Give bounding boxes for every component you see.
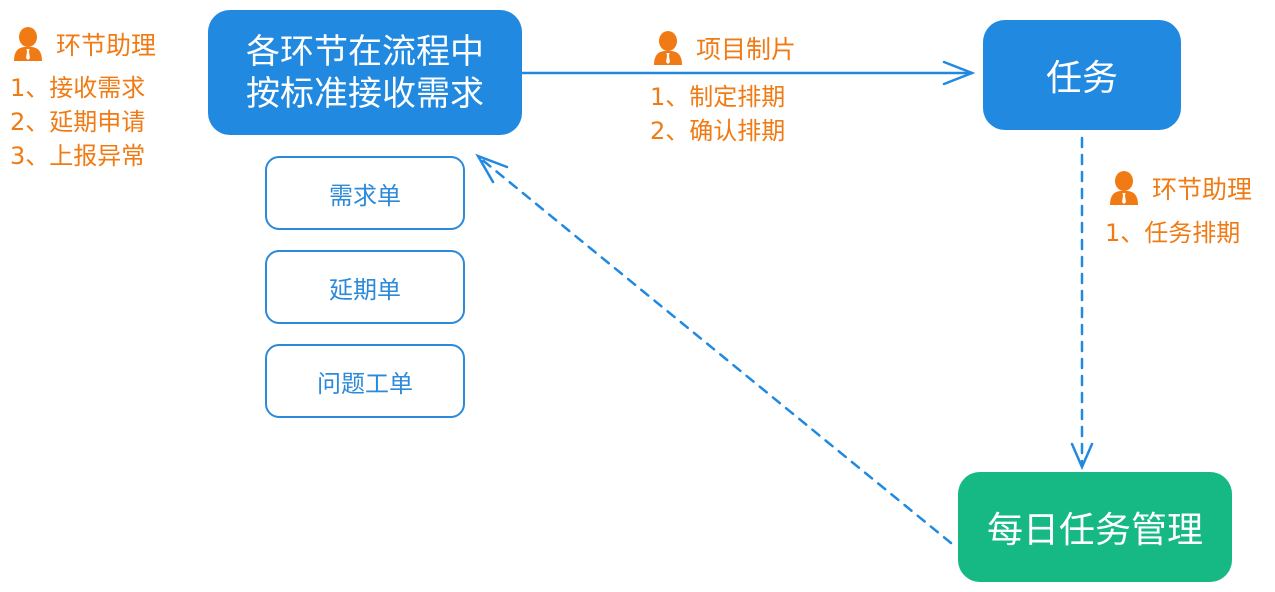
person-icon	[1110, 171, 1138, 205]
list-item: 3、上报异常	[10, 142, 146, 170]
doc-label: 延期单	[329, 275, 401, 304]
node-receive-line1: 各环节在流程中	[246, 31, 484, 72]
node-receive-requirements[interactable]: 各环节在流程中 按标准接收需求	[208, 10, 522, 135]
doc-requirement-form[interactable]: 需求单	[265, 156, 465, 230]
role-right-items: 1、任务排期	[1105, 216, 1240, 250]
role-left-items: 1、接收需求 2、延期申请 3、上报异常	[10, 71, 145, 173]
doc-issue-ticket[interactable]: 问题工单	[265, 344, 465, 418]
list-item: 2、延期申请	[10, 108, 146, 136]
role-top-items: 1、制定排期 2、确认排期	[650, 80, 785, 148]
list-item: 1、任务排期	[1105, 219, 1241, 247]
arrowhead-daily	[1070, 442, 1094, 471]
arrowhead-receive	[475, 153, 509, 184]
doc-label: 问题工单	[317, 369, 413, 398]
list-item: 1、制定排期	[650, 83, 786, 111]
edge-daily-to-receive	[478, 156, 953, 545]
role-top: 项目制片	[652, 30, 796, 66]
node-daily-label: 每日任务管理	[986, 510, 1203, 551]
person-icon	[14, 27, 42, 61]
role-right-title: 环节助理	[1152, 175, 1253, 204]
role-right: 环节助理	[1108, 170, 1252, 206]
doc-label: 需求单	[329, 181, 401, 210]
role-top-title: 项目制片	[696, 35, 797, 64]
role-left-title: 环节助理	[56, 31, 157, 60]
person-icon	[654, 31, 682, 65]
doc-delay-form[interactable]: 延期单	[265, 250, 465, 324]
node-receive-line2: 按标准接收需求	[246, 73, 484, 114]
role-left: 环节助理	[12, 26, 156, 62]
list-item: 2、确认排期	[650, 117, 786, 145]
arrowhead-task	[942, 60, 976, 86]
node-task[interactable]: 任务	[983, 20, 1181, 130]
list-item: 1、接收需求	[10, 74, 146, 102]
node-daily-task-management[interactable]: 每日任务管理	[958, 472, 1232, 582]
node-task-label: 任务	[1045, 58, 1118, 99]
